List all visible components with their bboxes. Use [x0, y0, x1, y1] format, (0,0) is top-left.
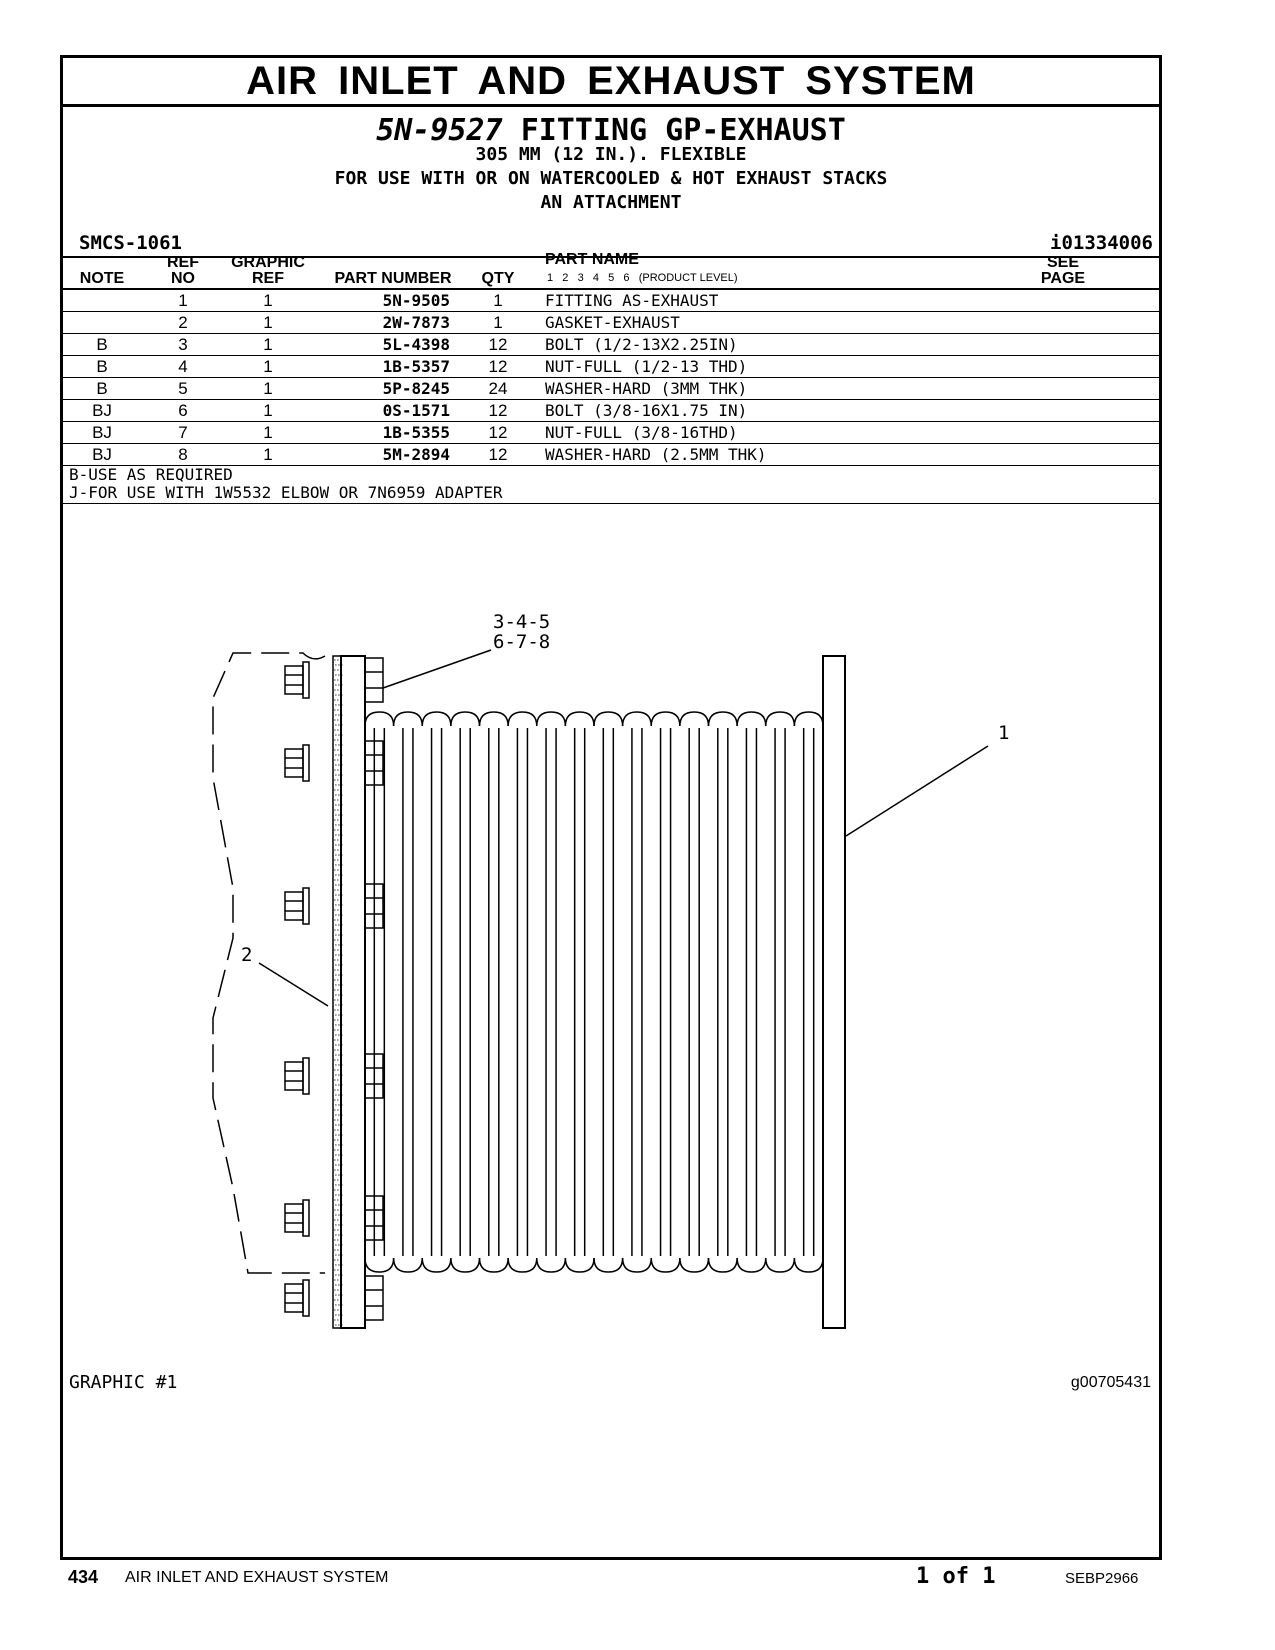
- row-qty: 12: [488, 423, 508, 442]
- row-part-number: 1B-5355: [382, 423, 450, 442]
- row-part-name: GASKET-EXHAUST: [545, 313, 680, 332]
- row-graphic-ref: 1: [263, 313, 273, 332]
- row-graphic-ref: 1: [263, 379, 273, 398]
- description-line-1: 305 MM (12 IN.). FLEXIBLE: [475, 144, 747, 165]
- row-part-name: BOLT (1/2-13X2.25IN): [545, 335, 738, 354]
- row-graphic-ref: 1: [263, 423, 273, 442]
- row-note: B: [96, 335, 108, 354]
- row-ref-no: 1: [178, 291, 188, 310]
- notes-block: B-USE AS REQUIRED J-FOR USE WITH 1W5532 …: [69, 466, 502, 502]
- row-ref-no: 8: [178, 445, 188, 464]
- header-graphic-top: GRAPHIC: [231, 254, 305, 271]
- table-row: B 4 1 1B-5357 12 NUT-FULL (1/2-13 THD): [63, 356, 1159, 378]
- row-part-name: NUT-FULL (1/2-13 THD): [545, 357, 748, 376]
- part-heading: 5N-9527 FITTING GP-EXHAUST: [63, 114, 1159, 148]
- header-ref-bottom: NO: [171, 270, 195, 287]
- exhaust-fitting-drawing: [212, 649, 989, 1329]
- graphic-id: g00705431: [1070, 1374, 1151, 1391]
- table-row: BJ 6 1 0S-1571 12 BOLT (3/8-16X1.75 IN): [63, 400, 1159, 422]
- page-frame: AIR INLET AND EXHAUST SYSTEM 5N-9527 FIT…: [60, 55, 1162, 1560]
- row-note: BJ: [92, 423, 112, 442]
- row-part-number: 2W-7873: [382, 313, 450, 332]
- row-ref-no: 5: [178, 379, 188, 398]
- row-part-number: 5N-9505: [382, 291, 450, 310]
- header-graphic-bottom: REF: [252, 270, 284, 287]
- table-row: B 5 1 5P-8245 24 WASHER-HARD (3MM THK): [63, 378, 1159, 400]
- row-note: B: [96, 379, 108, 398]
- footer-page-of: 1 of 1: [916, 1564, 996, 1589]
- flange-bolt: [284, 740, 384, 786]
- flange-bolt: [284, 657, 384, 703]
- header-part-name: PART NAME: [545, 251, 639, 268]
- row-ref-no: 3: [178, 335, 188, 354]
- row-part-number: 5M-2894: [382, 445, 450, 464]
- row-part-name: WASHER-HARD (3MM THK): [545, 379, 748, 398]
- table-row: B 3 1 5L-4398 12 BOLT (1/2-13X2.25IN): [63, 334, 1159, 356]
- row-part-name: WASHER-HARD (2.5MM THK): [545, 445, 767, 464]
- row-ref-no: 2: [178, 313, 188, 332]
- description-line-3: AN ATTACHMENT: [540, 192, 682, 213]
- graphic-label: GRAPHIC #1: [69, 1372, 178, 1393]
- part-number-heading: 5N-9527: [376, 113, 503, 148]
- row-graphic-ref: 1: [263, 335, 273, 354]
- row-qty: 12: [488, 401, 508, 420]
- header-part-number: PART NUMBER: [334, 270, 452, 287]
- row-graphic-ref: 1: [263, 401, 273, 420]
- footer-section: AIR INLET AND EXHAUST SYSTEM: [125, 1569, 389, 1586]
- table-top-rule: [63, 256, 1159, 258]
- row-qty: 12: [488, 357, 508, 376]
- header-ref-top: REF: [167, 254, 199, 271]
- callout-2: 2: [241, 944, 253, 966]
- row-qty: 12: [488, 335, 508, 354]
- flange-bolt: [284, 1275, 384, 1321]
- header-see-bottom: PAGE: [1040, 270, 1086, 287]
- row-qty: 24: [488, 379, 508, 398]
- callout-6-7-8: 6-7-8: [493, 631, 551, 653]
- row-part-number: 0S-1571: [382, 401, 450, 420]
- note-j: J-FOR USE WITH 1W5532 ELBOW OR 7N6959 AD…: [69, 483, 503, 502]
- callout-1: 1: [998, 722, 1010, 744]
- row-graphic-ref: 1: [263, 291, 273, 310]
- table-row: 2 1 2W-7873 1 GASKET-EXHAUST: [63, 312, 1159, 334]
- footer-page-number: 434: [68, 1567, 99, 1587]
- row-ref-no: 6: [178, 401, 188, 420]
- row-qty: 12: [488, 445, 508, 464]
- row-qty: 1: [493, 313, 503, 332]
- flange-bolt: [284, 1195, 384, 1241]
- callout-3-4-5: 3-4-5: [493, 611, 551, 633]
- row-part-number: 1B-5357: [382, 357, 450, 376]
- row-graphic-ref: 1: [263, 357, 273, 376]
- row-note: BJ: [92, 401, 112, 420]
- row-part-number: 5L-4398: [382, 335, 450, 354]
- footer-document-id: SEBP2966: [1065, 1570, 1139, 1587]
- row-graphic-ref: 1: [263, 445, 273, 464]
- illustration-id: i01334006: [1050, 232, 1153, 254]
- notes-bottom-rule: [63, 503, 1159, 504]
- flange-bolt: [284, 1053, 384, 1099]
- row-ref-no: 7: [178, 423, 188, 442]
- table-row: 1 1 5N-9505 1 FITTING AS-EXHAUST: [63, 290, 1159, 312]
- row-note: B: [96, 357, 108, 376]
- row-part-name: BOLT (3/8-16X1.75 IN): [545, 401, 748, 420]
- header-see-top: SEE: [1046, 254, 1079, 271]
- page-title: AIR INLET AND EXHAUST SYSTEM: [63, 58, 1159, 107]
- description-line-2: FOR USE WITH OR ON WATERCOOLED & HOT EXH…: [334, 168, 888, 189]
- row-qty: 1: [493, 291, 503, 310]
- row-ref-no: 4: [178, 357, 188, 376]
- table-row: BJ 7 1 1B-5355 12 NUT-FULL (3/8-16THD): [63, 422, 1159, 444]
- row-part-number: 5P-8245: [382, 379, 450, 398]
- smcs-code: SMCS-1061: [79, 232, 182, 254]
- header-qty: QTY: [481, 270, 515, 287]
- note-b: B-USE AS REQUIRED: [69, 465, 233, 484]
- row-part-name: FITTING AS-EXHAUST: [545, 291, 719, 310]
- row-note: BJ: [92, 445, 112, 464]
- part-title-heading: FITTING GP-EXHAUST: [520, 113, 846, 148]
- header-note: NOTE: [79, 270, 125, 287]
- flange-bolt: [284, 883, 384, 929]
- header-product-level: 1 2 3 4 5 6 (PRODUCT LEVEL): [547, 272, 738, 284]
- table-row: BJ 8 1 5M-2894 12 WASHER-HARD (2.5MM THK): [63, 444, 1159, 466]
- table-header-rule: [63, 288, 1159, 290]
- row-part-name: NUT-FULL (3/8-16THD): [545, 423, 738, 442]
